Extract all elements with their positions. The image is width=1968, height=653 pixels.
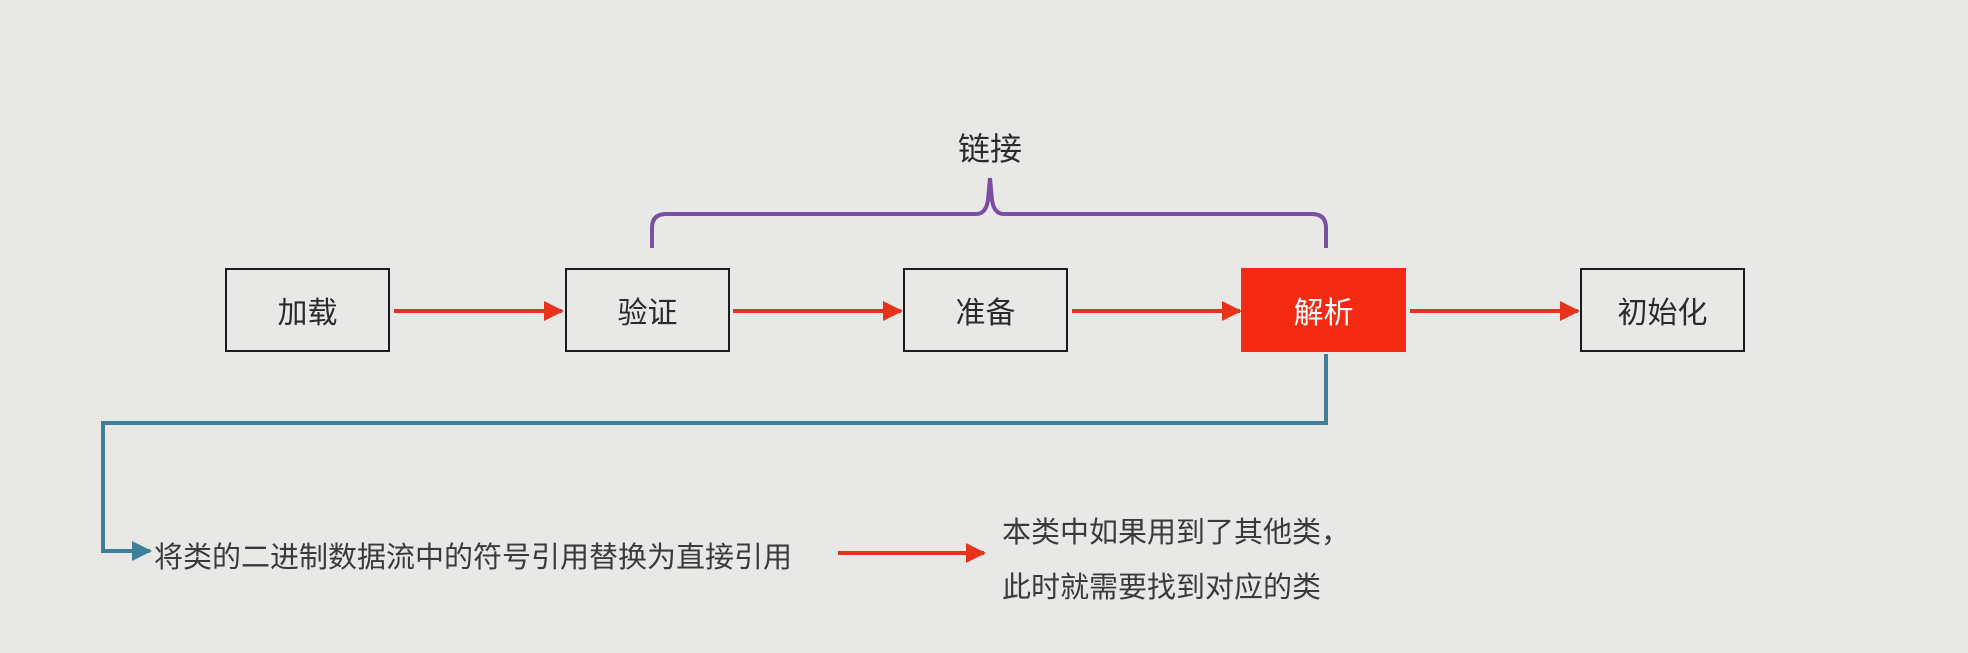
resolve-note-line-2: 此时就需要找到对应的类 bbox=[1002, 570, 1322, 604]
link-bracket-label: 链接 bbox=[957, 130, 1022, 168]
resolve-to-description-connector bbox=[101, 354, 1328, 561]
stage-load-box: 加载 bbox=[225, 268, 390, 352]
stage-initialize-box: 初始化 bbox=[1580, 268, 1745, 352]
link-bracket bbox=[650, 177, 1328, 248]
stage-prepare-box: 准备 bbox=[903, 268, 1068, 352]
resolve-note-line-1: 本类中如果用到了其他类， bbox=[1002, 515, 1351, 549]
stage-resolve-box: 解析 bbox=[1241, 268, 1406, 352]
stage-verify-box: 验证 bbox=[565, 268, 730, 352]
resolve-note: 本类中如果用到了其他类， 此时就需要找到对应的类 bbox=[1002, 505, 1350, 615]
resolve-description: 将类的二进制数据流中的符号引用替换为直接引用 bbox=[154, 540, 793, 574]
